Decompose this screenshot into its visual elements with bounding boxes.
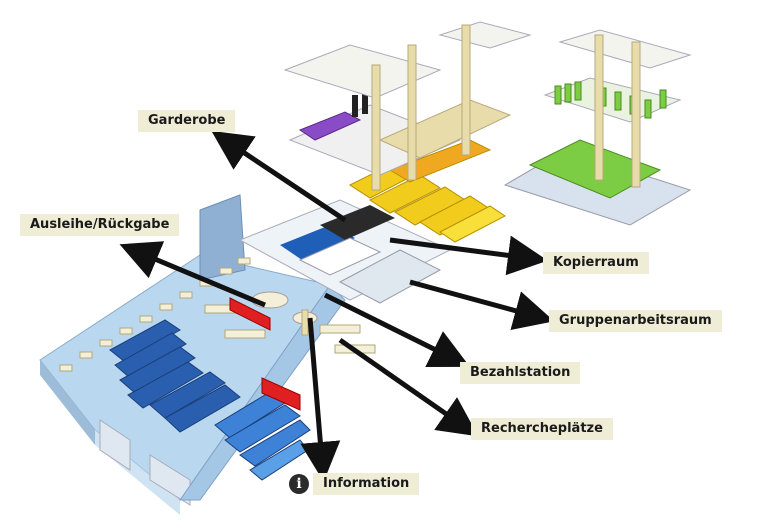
info-icon: i [289,474,309,494]
pointer-arrows [119,130,555,482]
label-ausleihe: Ausleihe/Rückgabe [20,214,180,236]
label-gruppenarbeitsraum: Gruppenarbeitsraum [549,310,722,332]
right-wing [503,29,692,226]
label-bezahlstation: Bezahlstation [460,362,581,384]
label-information: Information [313,473,420,495]
counter-red-1 [229,297,271,331]
label-rechercheplaetze: Rechercheplätze [471,418,613,440]
label-kopierraum: Kopierraum [543,252,649,274]
middle-rooms [238,199,452,304]
counter-red-2 [261,377,301,411]
pillars [301,24,641,336]
label-garderobe: Garderobe [138,110,236,132]
blue-shelves [109,319,311,481]
information-callout: i Information [289,472,420,496]
